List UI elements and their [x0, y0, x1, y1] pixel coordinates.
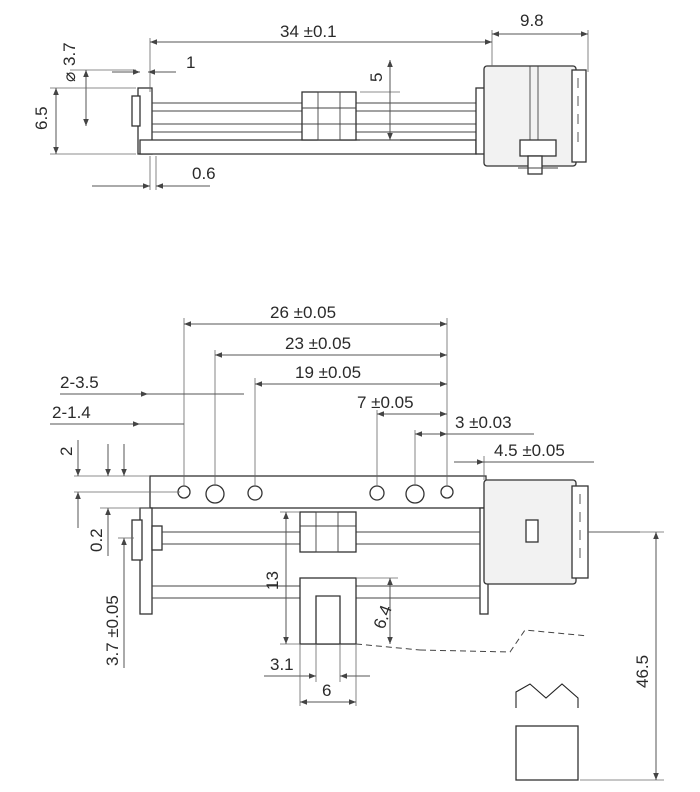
dim-3-1: 3.1 — [270, 655, 294, 674]
dim-4-5: 4.5 ±0.05 — [494, 441, 565, 460]
hole-large-right — [405, 484, 425, 504]
dim-hole-offset: 2 — [57, 447, 76, 456]
dim-gap: 0.2 — [87, 528, 106, 552]
dim-46-5: 46.5 — [633, 655, 652, 688]
hole-large-left — [205, 484, 225, 504]
front-slider — [299, 511, 357, 553]
dim-overall-length: 34 ±0.1 — [280, 22, 337, 41]
dim-slider-height: 5 — [367, 73, 386, 82]
dim-motor-length: 9.8 — [520, 11, 544, 30]
dim-shaft-diameter: 3.7 — [60, 42, 79, 66]
dim-7: 7 ±0.05 — [357, 393, 414, 412]
dim-19: 19 ±0.05 — [295, 363, 361, 382]
front-view: 26 ±0.05 23 ±0.05 19 ±0.05 7 ±0.05 3 ±0.… — [50, 303, 664, 781]
connector — [515, 725, 579, 781]
dim-6: 6 — [322, 681, 331, 700]
dim-base-thickness: 0.6 — [192, 164, 216, 183]
mounting-plate — [149, 475, 487, 509]
top-slider-nut — [301, 91, 357, 141]
dim-height: 6.5 — [32, 106, 51, 130]
label-holes-small: 2-1.4 — [52, 403, 91, 422]
top-flange — [131, 95, 141, 127]
dim-26: 26 ±0.05 — [270, 303, 336, 322]
dim-6-4: 6.4 — [370, 603, 396, 632]
dim-flange-thickness: 1 — [186, 53, 195, 72]
hole-small-right — [440, 485, 454, 499]
dim-3: 3 ±0.03 — [455, 413, 512, 432]
hole-mid-right — [369, 485, 385, 501]
dim-23: 23 ±0.05 — [285, 334, 351, 353]
dim-shaft-offset: 3.7 ±0.05 — [103, 595, 122, 666]
hole-mid-left — [247, 485, 263, 501]
shaft-diameter-symbol: ⌀ — [60, 72, 79, 82]
label-holes-large: 2-3.5 — [60, 373, 99, 392]
dim-13: 13 — [263, 571, 282, 590]
top-view: 34 ±0.1 9.8 ⌀ 3.7 1 6.5 5 0.6 — [32, 11, 589, 190]
